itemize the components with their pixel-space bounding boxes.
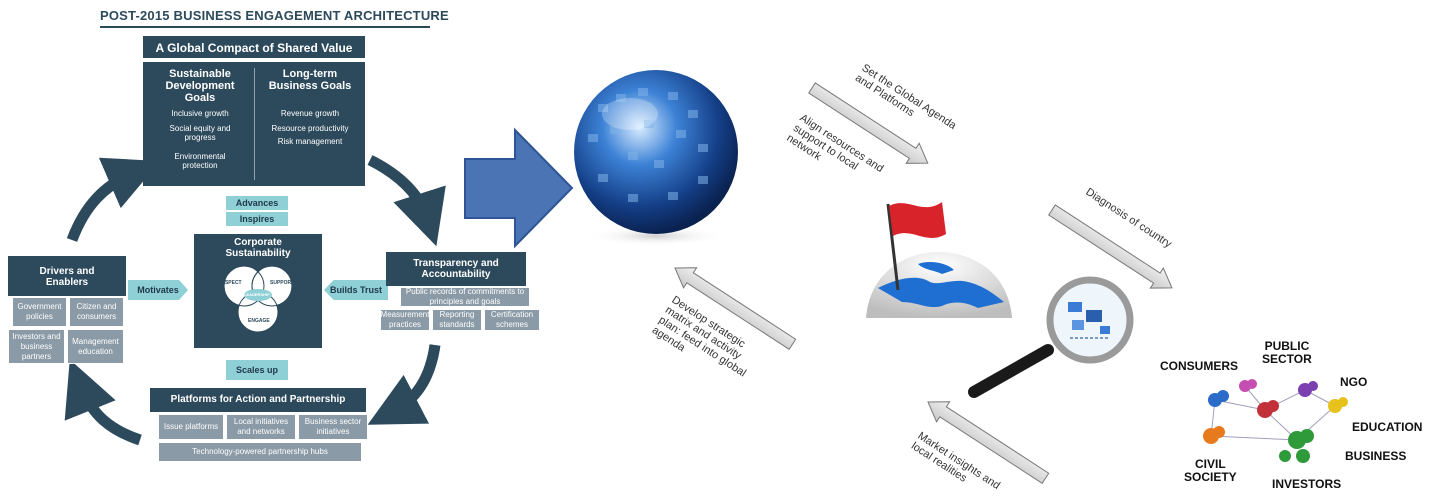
venn-support: SUPPORT	[270, 280, 295, 286]
arrow-develop	[674, 267, 797, 350]
transparency-title: Transparency and Accountability	[413, 258, 499, 280]
stakeholder-consumers: CONSUMERS	[1160, 359, 1239, 373]
arrow-top-right	[367, 155, 446, 247]
arrow-bottom-left	[64, 359, 142, 446]
diagram-title: POST-2015 BUSINESS ENGAGEMENT ARCHITECTU…	[100, 8, 449, 23]
business-item: Revenue growth	[280, 109, 340, 118]
transparency-item: Certification schemes	[484, 309, 540, 331]
arrow-diagnosis	[1048, 204, 1173, 289]
business-item: Resource productivity	[271, 124, 349, 133]
stakeholder-business: BUSINESS	[1345, 449, 1407, 463]
platforms-title: Platforms for Action and Partnership	[170, 394, 346, 405]
title-underline	[100, 26, 430, 28]
platform-item: Issue platforms	[158, 414, 224, 440]
stakeholder-ngo: NGO	[1340, 375, 1368, 389]
drivers-title: Drivers and Enablers	[39, 266, 95, 288]
platform-item: Local initiatives and networks	[226, 414, 296, 440]
builds-trust-tab: Builds Trust	[324, 280, 388, 300]
venn-leadership: LEADERSHIP	[244, 292, 270, 297]
platforms-panel	[150, 388, 366, 412]
sdg-item: Inclusive growth	[171, 109, 229, 118]
driver-item: Citizen and consumers	[69, 297, 124, 327]
stakeholder-public-sector: PUBLIC SECTOR	[1262, 339, 1312, 366]
driver-item: Management education	[67, 329, 124, 364]
stakeholder-civil-society: CIVIL SOCIETY	[1184, 457, 1237, 484]
driver-item: Investors and business partners	[8, 329, 65, 364]
venn-respect: RESPECT	[218, 280, 242, 286]
business-item: Risk management	[277, 137, 343, 146]
transparency-item: Reporting standards	[432, 309, 482, 331]
platform-bottom: Technology-powered partnership hubs	[158, 442, 362, 462]
motivates-tab: Motivates	[128, 280, 188, 300]
arrow-top-left	[66, 157, 161, 242]
venn-engage: ENGAGE	[248, 318, 270, 324]
venn-circles	[223, 265, 293, 333]
drivers-panel	[8, 256, 126, 296]
big-blue-arrow	[464, 127, 574, 249]
compact-title-bar: A Global Compact of Shared Value	[143, 36, 365, 60]
flag-globe-image	[866, 202, 1012, 318]
transparency-item: Public records of commitments to princip…	[400, 287, 530, 307]
advances-tab: Advances	[226, 196, 288, 210]
globe-image	[574, 70, 738, 246]
transparency-panel	[386, 252, 526, 286]
inspires-tab: Inspires	[226, 212, 288, 226]
sdg-heading: Sustainable Development Goals	[165, 68, 235, 104]
arrow-bottom-right	[367, 344, 441, 425]
transparency-item: Measurement practices	[380, 309, 430, 331]
compact-divider	[254, 68, 255, 180]
arrow-market	[927, 401, 1050, 484]
sdg-item: Social equity and progress	[169, 124, 231, 142]
magnifier-image	[968, 276, 1134, 398]
arrow-set-agenda	[808, 82, 929, 164]
driver-item: Government policies	[12, 297, 67, 327]
stakeholder-education: EDUCATION	[1352, 420, 1423, 434]
scales-up-tab: Scales up	[226, 360, 288, 380]
stakeholder-investors: INVESTORS	[1272, 477, 1342, 491]
platform-item: Business sector initiatives	[298, 414, 368, 440]
business-goals-heading: Long-term Business Goals	[268, 68, 352, 92]
sdg-item: Environmental protection	[174, 152, 226, 170]
stakeholder-network	[1203, 379, 1348, 463]
cycle-arrows	[64, 155, 446, 446]
corporate-sustainability-title: Corporate Sustainability	[225, 237, 291, 259]
